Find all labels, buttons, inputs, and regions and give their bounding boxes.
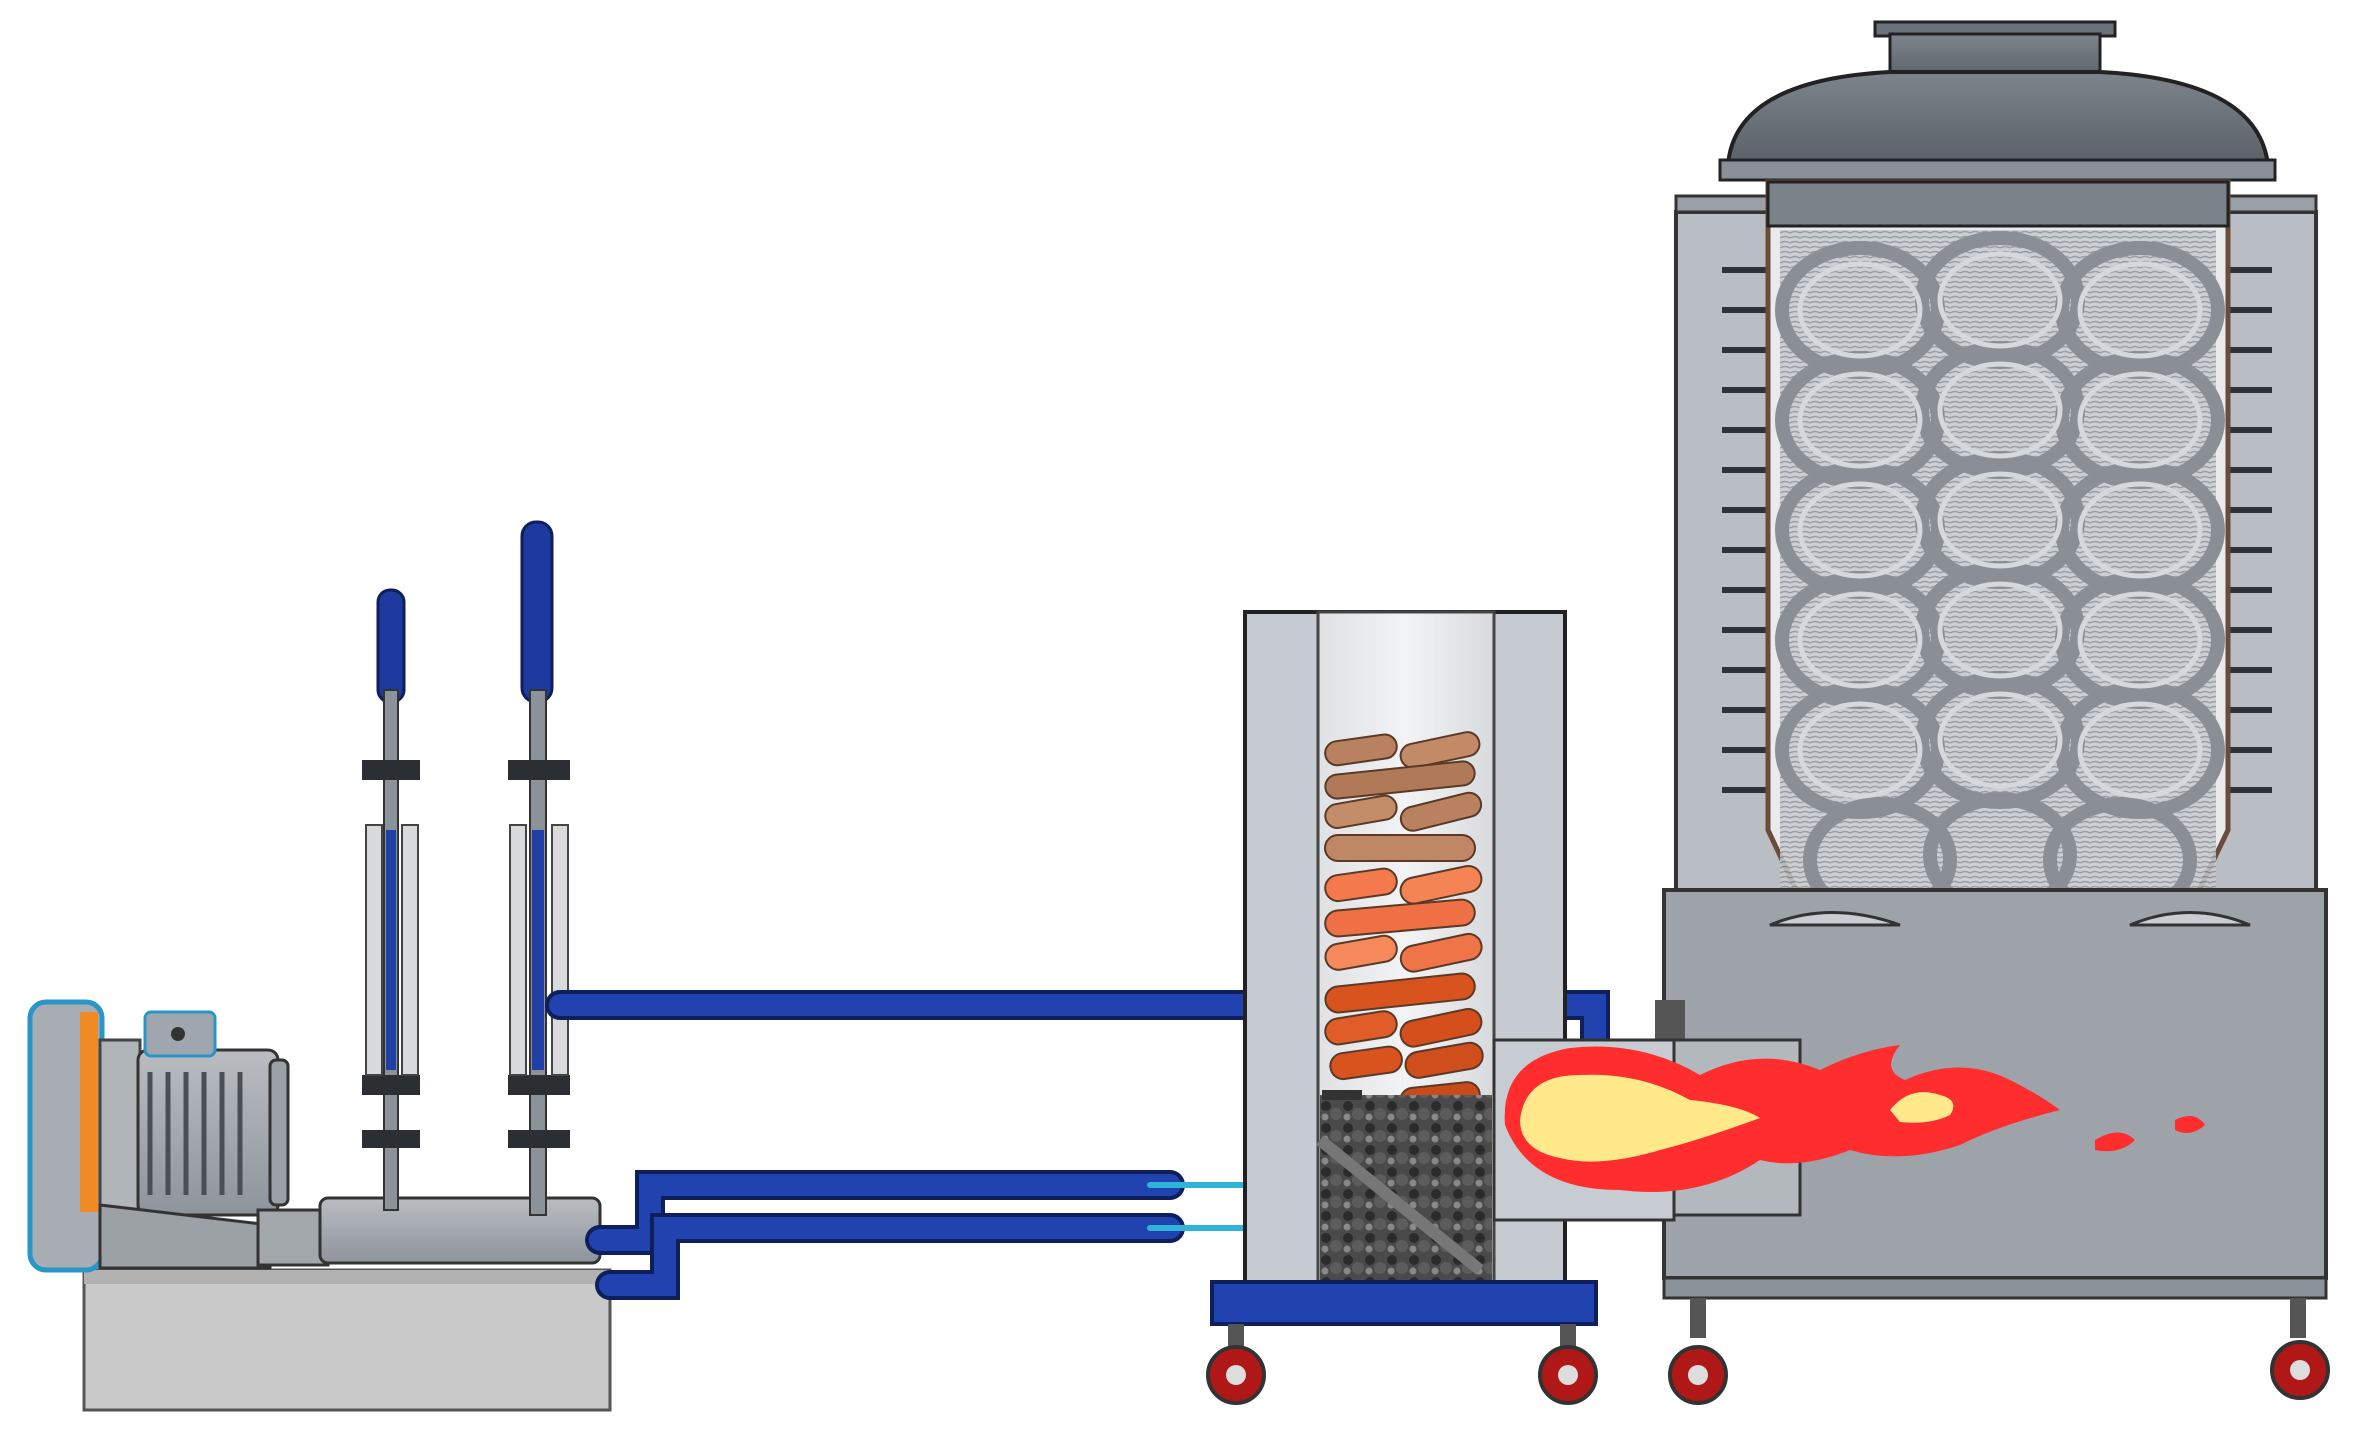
furnace-lid [1725,70,2271,167]
biomass-fuel [1324,731,1484,1115]
blower-assembly [27,999,612,1412]
flowmeter-right [508,520,570,1216]
blower-icon [27,999,602,1273]
flame-icon [1504,1045,2205,1192]
annealing-furnace [1655,20,2330,1405]
blower-base [82,1268,612,1412]
gasifier [1206,610,1598,1405]
wire-coils [1775,230,2225,925]
flowmeter-left [362,588,420,1211]
air-pipes [545,990,1610,1300]
gasifier-cart [1210,1280,1598,1326]
